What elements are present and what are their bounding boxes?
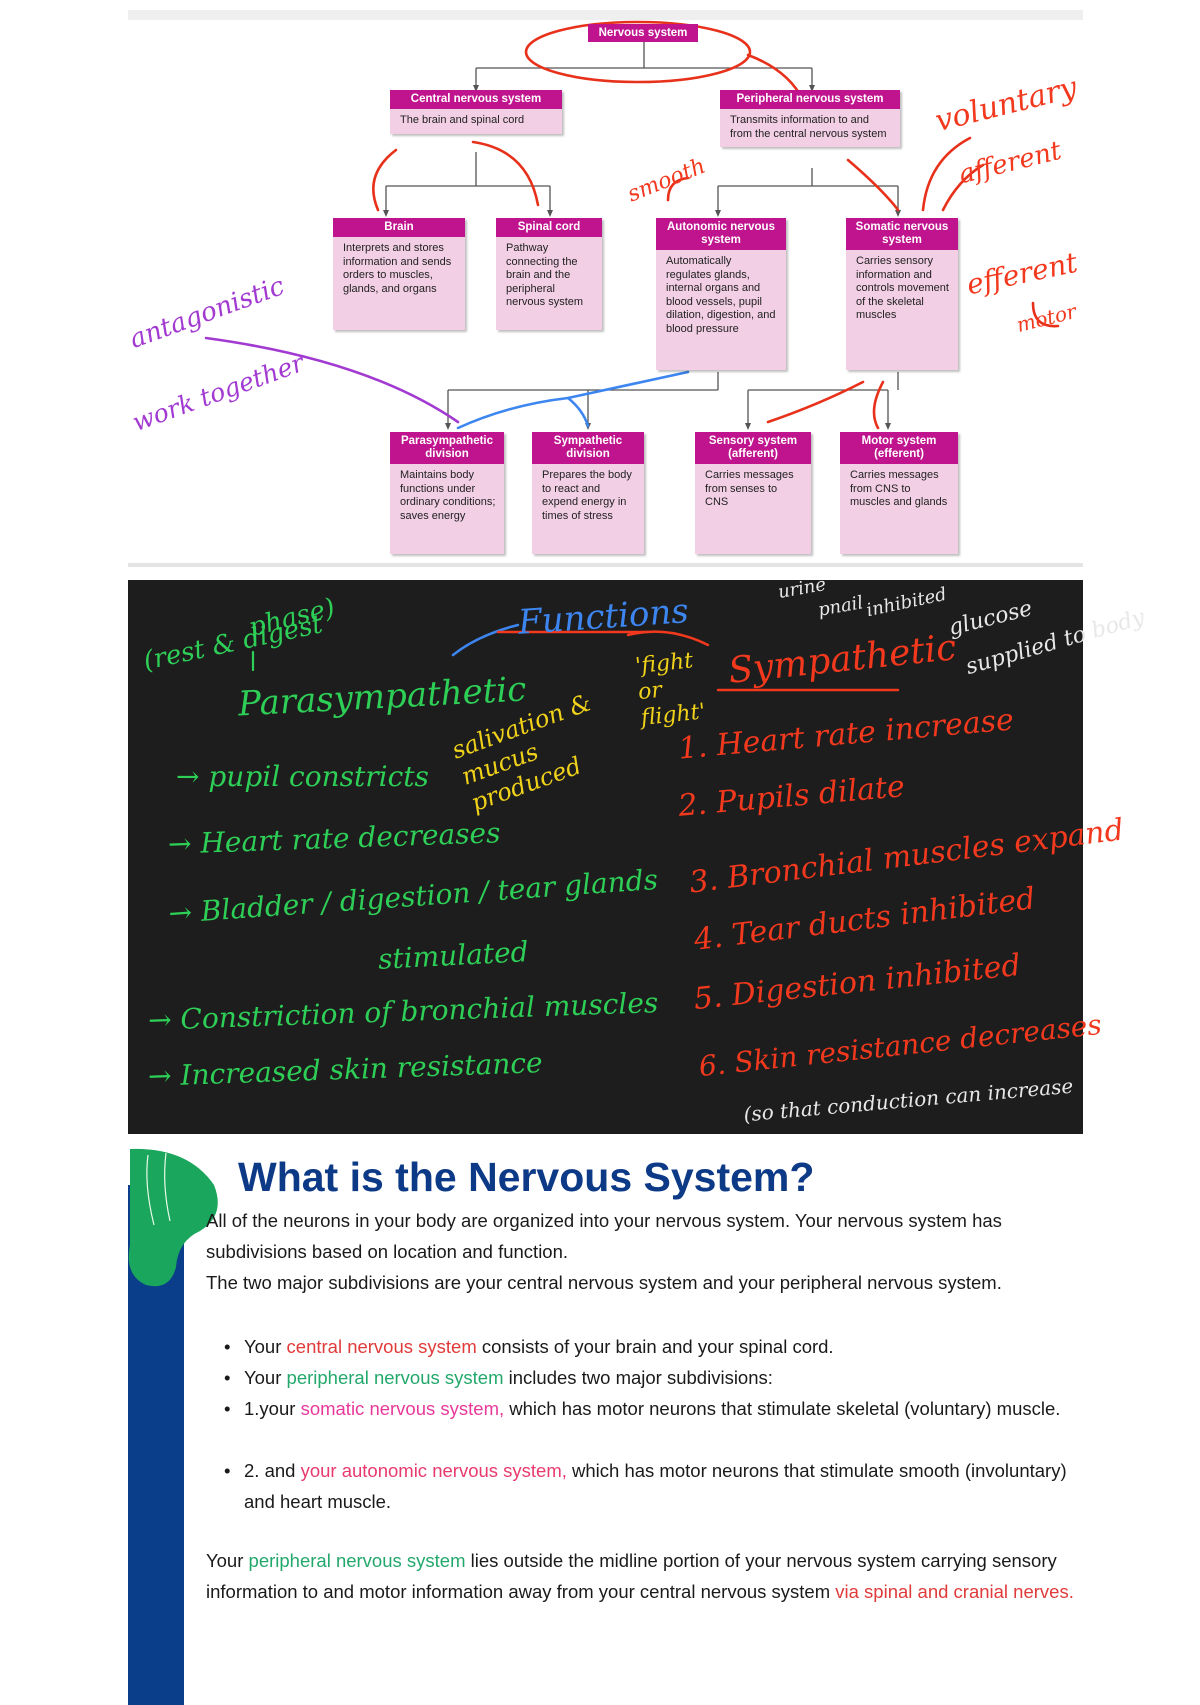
arrow-somatic-motor [872, 380, 885, 430]
node-pns: Peripheral nervous system Transmits info… [720, 90, 900, 147]
bullet-central-term: central nervous system [286, 1336, 477, 1357]
node-symp-desc: Prepares the body to react and expend en… [542, 469, 632, 522]
paragraph-peripheral-nerves: via spinal and cranial nerves. [835, 1581, 1074, 1602]
node-somatic-desc: Carries sensory information and controls… [856, 255, 949, 321]
bullet-central: Your central nervous system consists of … [224, 1331, 1094, 1362]
connector-autonomic [447, 372, 719, 428]
node-autonomic: Autonomic nervous system Automatically r… [656, 218, 786, 370]
diagram-top-strip [128, 10, 1083, 20]
node-pns-desc: Transmits information to and from the ce… [730, 114, 887, 140]
arrow-pns-autonomic [666, 176, 690, 202]
paragraph-intro: All of the neurons in your body are orga… [206, 1210, 1002, 1262]
node-sensory-desc: Carries messages from senses to CNS [705, 469, 794, 508]
paragraph-peripheral-pre: Your [206, 1550, 249, 1571]
node-autonomic-title: Autonomic nervous system [656, 218, 786, 250]
connector-root [475, 42, 813, 90]
root-circle-annotation [524, 20, 752, 84]
paragraph-peripheral-mid: lies outside the midline portion of your… [206, 1550, 1057, 1602]
handwritten-notes-board: (rest & digest phase) Functions 'fight o… [128, 574, 1147, 1134]
arrow-functions-symp [626, 630, 710, 647]
bullet-central-pre: Your [244, 1336, 287, 1357]
board-para-item-1: → pupil constricts [176, 760, 429, 793]
arrow-pns-somatic [846, 158, 900, 212]
node-sensory-title: Sensory system (afferent) [695, 432, 811, 464]
arrow-functions-para [451, 623, 520, 657]
arrow-cns-spinal [471, 140, 540, 207]
bullet-peripheral: Your peripheral nervous system includes … [224, 1362, 1094, 1393]
arrow-voluntary [921, 136, 972, 212]
paragraph-peripheral: Your peripheral nervous system lies outs… [206, 1545, 1086, 1607]
node-root: Nervous system [588, 24, 698, 42]
page-title: What is the Nervous System? [238, 1154, 815, 1200]
article-text-panel: What is the Nervous System? All of the n… [128, 1145, 1088, 1705]
node-para-desc: Maintains body functions under ordinary … [400, 469, 496, 522]
bullet-autonomic-term: your autonomic nervous system, [300, 1460, 567, 1481]
bullet-autonomic: 2. and your autonomic nervous system, wh… [224, 1455, 1094, 1517]
arrow-afferent [941, 163, 985, 212]
bullet-autonomic-post: which has motor neurons that stimulate s… [244, 1460, 1067, 1512]
nervous-system-diagram: Nervous system Central nervous system Th… [126, 10, 1083, 567]
node-motor: Motor system (efferent) Carries messages… [840, 432, 958, 554]
arrow-autonomic-symp [566, 396, 590, 428]
node-cns-title: Central nervous system [390, 90, 562, 109]
diagram-connectors [204, 20, 1060, 430]
paragraph-peripheral-term: peripheral nervous system [248, 1550, 466, 1571]
connector-somatic [747, 372, 899, 428]
node-motor-title: Motor system (efferent) [840, 432, 958, 464]
node-somatic-title: Somatic nervous system [846, 218, 958, 250]
bullet-somatic-pre: 1.your [244, 1398, 301, 1419]
decorative-green-leaf [128, 1148, 218, 1287]
node-autonomic-desc: Automatically regulates glands, internal… [666, 255, 776, 335]
node-somatic: Somatic nervous system Carries sensory i… [846, 218, 958, 370]
paragraph-subdivisions: The two major subdivisions are your cent… [206, 1272, 1002, 1293]
node-cns: Central nervous system The brain and spi… [390, 90, 562, 134]
node-motor-desc: Carries messages from CNS to muscles and… [850, 469, 948, 508]
node-spinal: Spinal cord Pathway connecting the brain… [496, 218, 602, 330]
arrow-cns-brain [372, 148, 398, 212]
node-brain-title: Brain [333, 218, 465, 237]
arrow-motor [1031, 301, 1060, 328]
arrow-autonomic-split [456, 370, 690, 430]
bullet-somatic: 1.your somatic nervous system, which has… [224, 1393, 1094, 1424]
node-sensory: Sensory system (afferent) Carries messag… [695, 432, 811, 554]
board-para-item-4: stimulated [377, 935, 530, 976]
arrow-somatic-sensory [766, 380, 865, 424]
connector-cns [385, 152, 551, 215]
bullet-somatic-term: somatic nervous system, [300, 1398, 505, 1419]
bullet-peripheral-pre: Your [244, 1367, 287, 1388]
board-fight-flight: 'fight or flight' [634, 648, 707, 731]
bullet-somatic-post: which has motor neurons that stimulate s… [504, 1398, 1061, 1419]
arrow-antagonistic [204, 336, 460, 424]
board-arrows [251, 623, 900, 692]
node-cns-desc: The brain and spinal cord [400, 114, 525, 126]
bullet-autonomic-pre: 2. and [244, 1460, 301, 1481]
node-para-title: Parasympathetic division [390, 432, 504, 464]
node-symp-title: Sympathetic division [532, 432, 644, 464]
node-spinal-desc: Pathway connecting the brain and the per… [506, 242, 584, 308]
node-parasympathetic: Parasympathetic division Maintains body … [390, 432, 504, 554]
node-pns-title: Peripheral nervous system [720, 90, 900, 109]
bullet-peripheral-post: includes two major subdivisions: [503, 1367, 773, 1388]
node-sympathetic: Sympathetic division Prepares the body t… [532, 432, 644, 554]
node-spinal-title: Spinal cord [496, 218, 602, 237]
connector-pns [717, 168, 899, 215]
bullet-central-post: consists of your brain and your spinal c… [476, 1336, 834, 1357]
node-brain: Brain Interprets and stores information … [333, 218, 465, 330]
bullet-peripheral-term: peripheral nervous system [286, 1367, 504, 1388]
node-brain-desc: Interprets and stores information and se… [343, 242, 452, 295]
